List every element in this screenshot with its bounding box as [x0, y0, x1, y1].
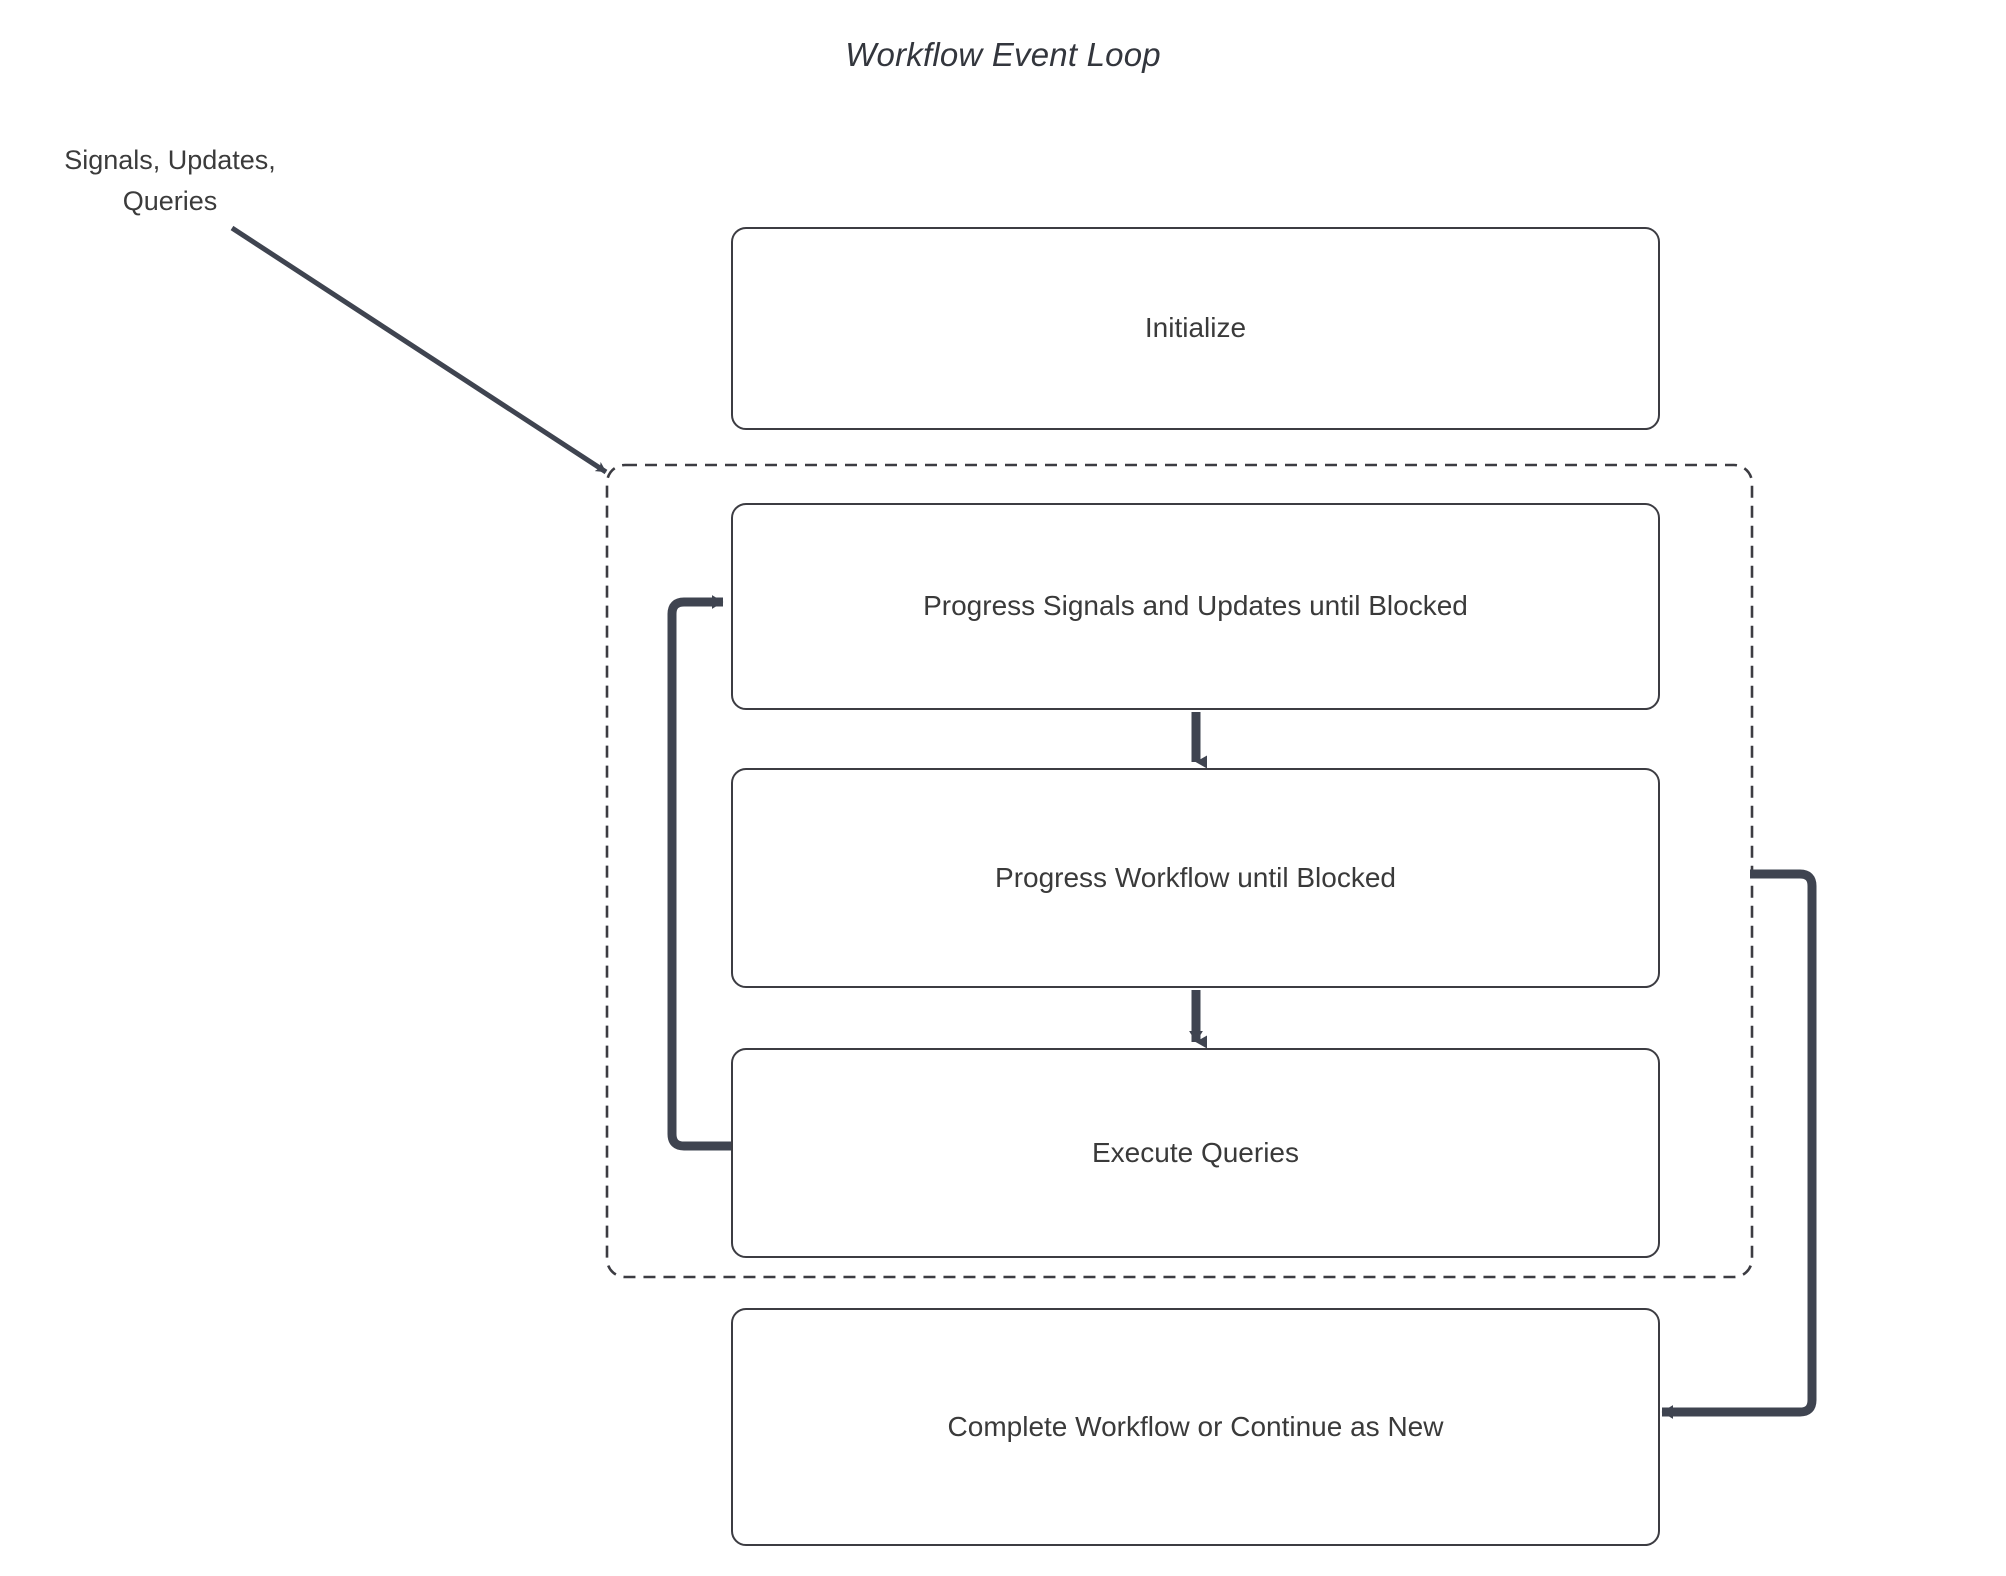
node-progress-signals-label: Progress Signals and Updates until Block… — [923, 590, 1468, 622]
node-initialize-label: Initialize — [1144, 312, 1247, 344]
node-progress-workflow-label: Progress Workflow until Blocked — [995, 861, 1396, 893]
node-progress-workflow[interactable]: Progress Workflow until Blocked — [731, 768, 1660, 988]
node-initialize[interactable]: Initialize — [731, 227, 1660, 430]
external-input-label-line2: Queries — [122, 186, 218, 216]
external-input-label: Signals, Updates, Queries — [22, 140, 318, 222]
node-execute-queries[interactable]: Execute Queries — [731, 1048, 1660, 1258]
node-complete[interactable]: Complete Workflow or Continue as New — [731, 1308, 1660, 1546]
edge-loop-to-complete — [1661, 869, 1817, 1419]
edge-input-to-loop — [230, 225, 608, 475]
node-progress-signals[interactable]: Progress Signals and Updates until Block… — [731, 503, 1660, 710]
node-execute-queries-label: Execute Queries — [1092, 1136, 1299, 1168]
page-title: Workflow Event Loop — [845, 36, 1161, 73]
edge-queries-loop-back — [667, 595, 733, 1151]
node-complete-label: Complete Workflow or Continue as New — [947, 1410, 1444, 1442]
external-input-label-line1: Signals, Updates, — [64, 145, 276, 175]
